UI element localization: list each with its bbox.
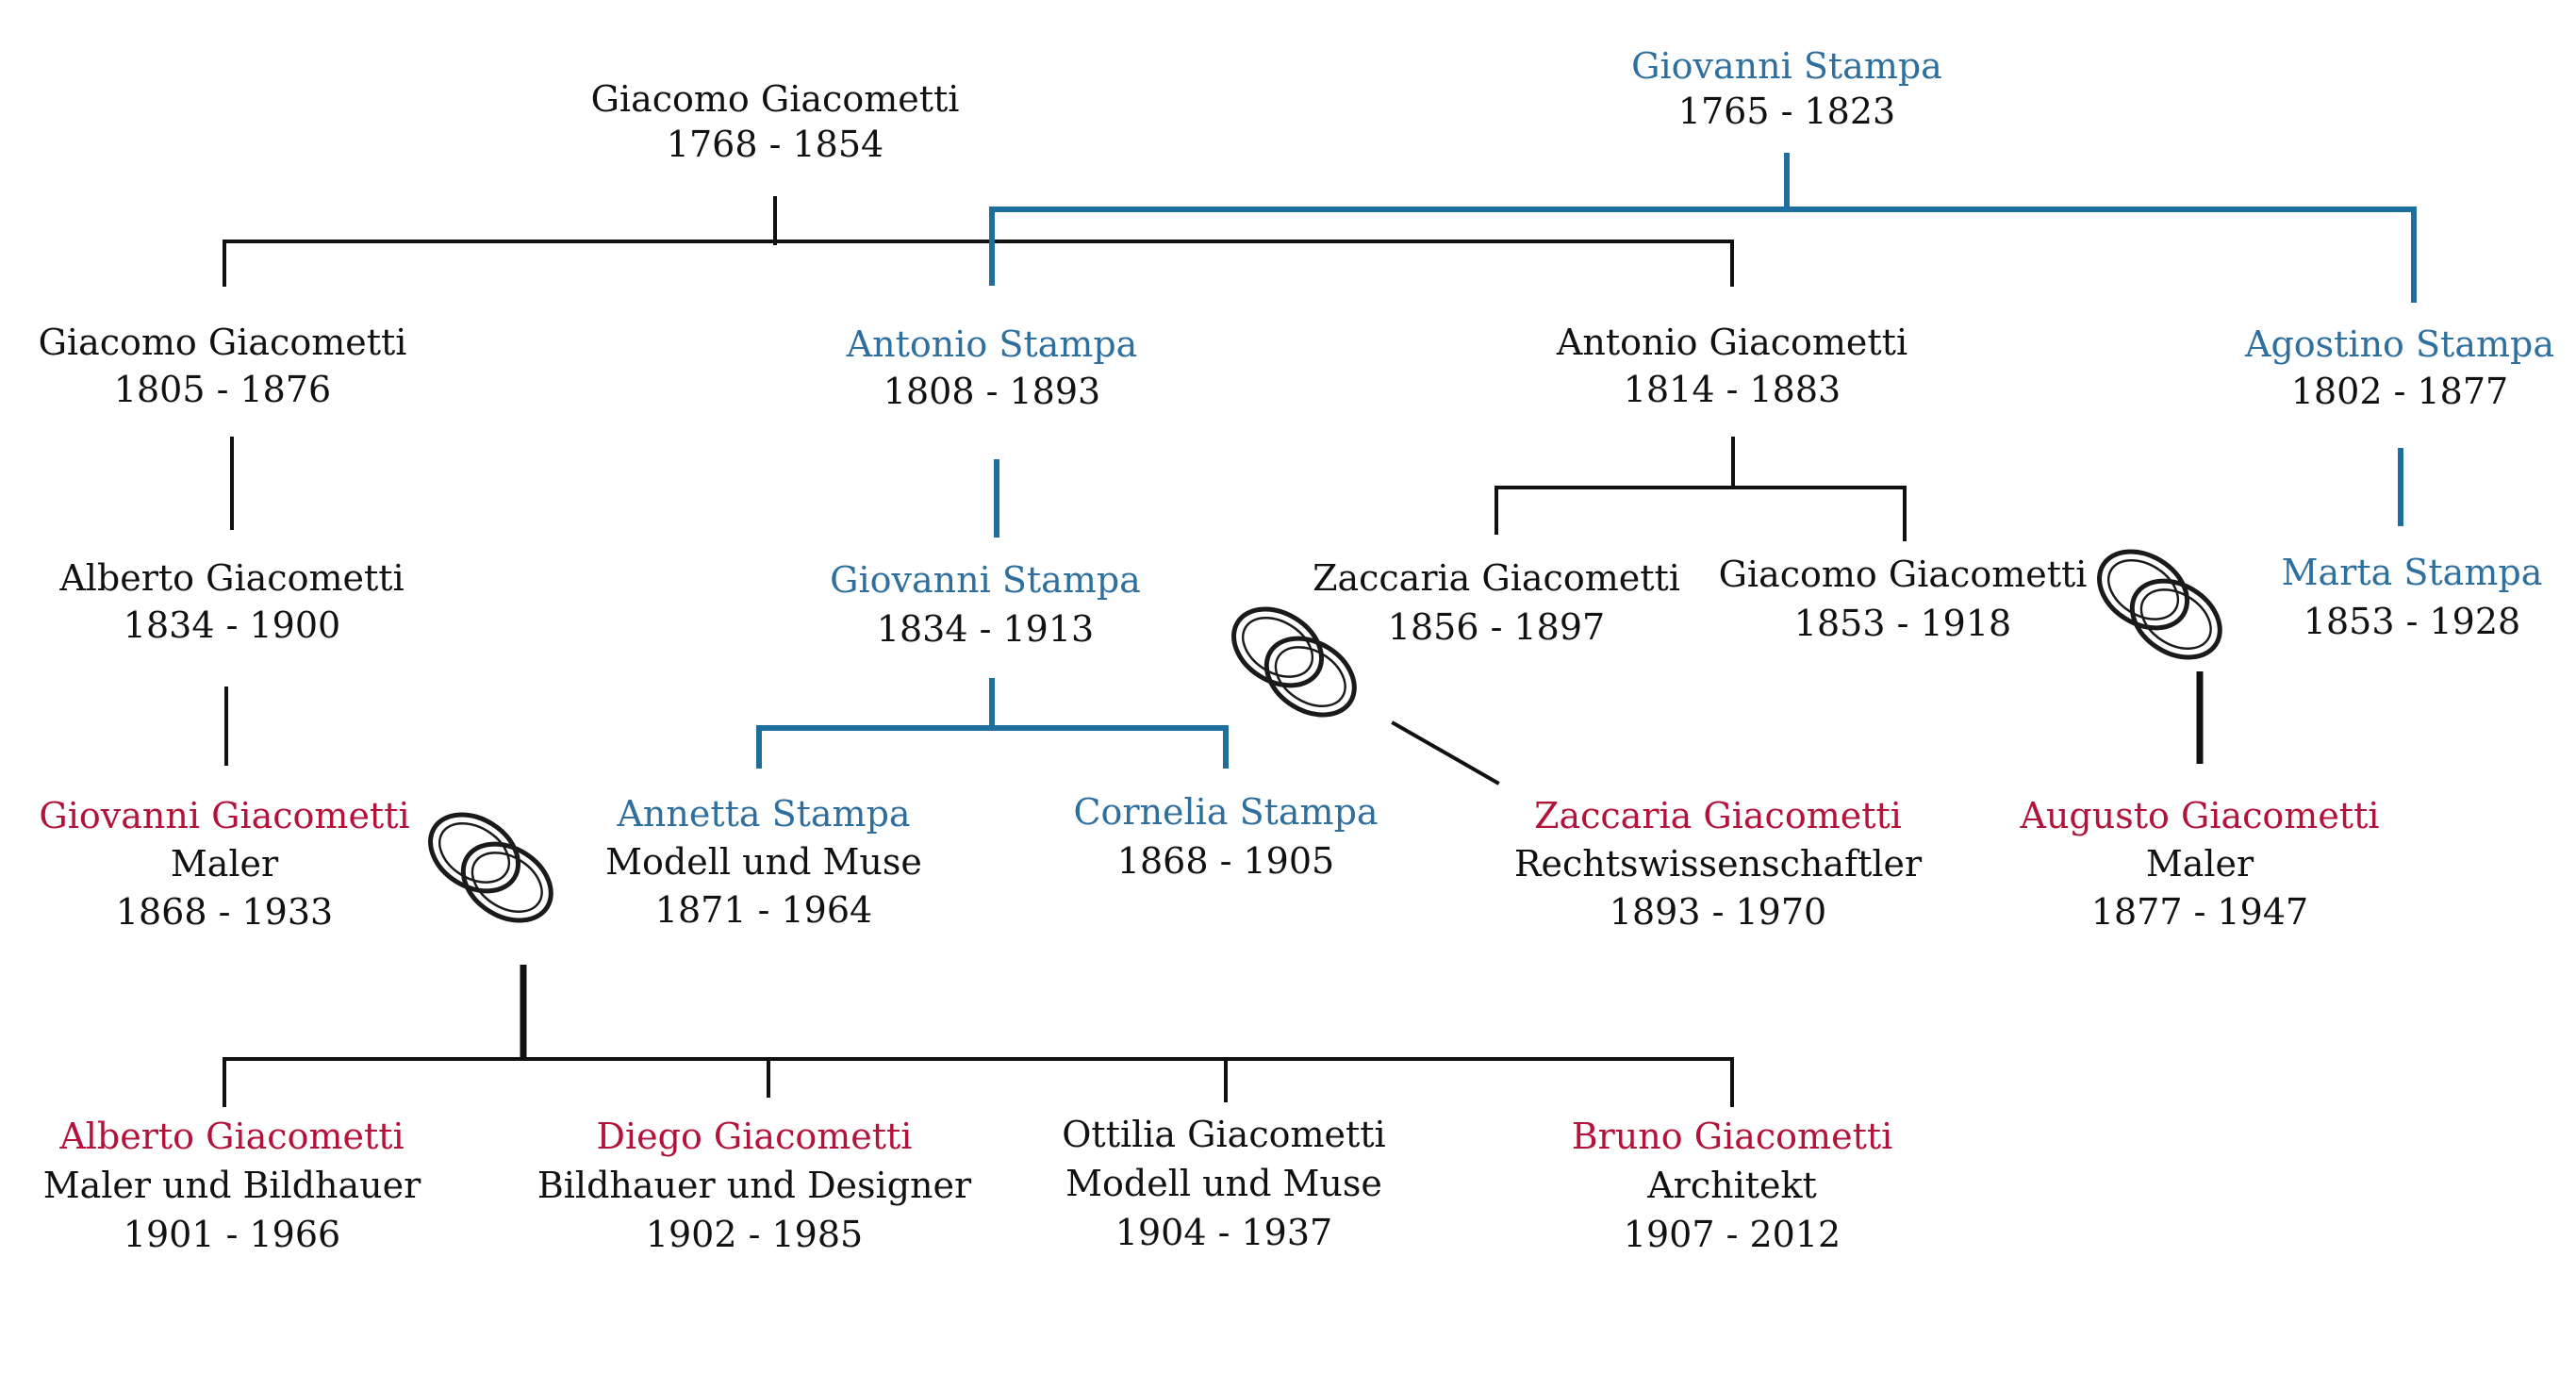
person-name: Giacomo Giacometti	[591, 78, 960, 120]
person-role: Bildhauer und Designer	[537, 1165, 972, 1206]
person-years: 1853 - 1928	[2304, 601, 2520, 642]
person-node: Antonio Giacometti 1814 - 1883	[1556, 322, 1907, 410]
person-years: 1834 - 1913	[877, 608, 1094, 650]
person-years: 1765 - 1823	[1678, 91, 1895, 132]
person-node: Zaccaria Giacometti 1856 - 1897	[1313, 557, 1680, 648]
connector-zaccaria-marriage-child	[1391, 720, 1500, 786]
person-name: Antonio Stampa	[846, 323, 1138, 365]
person-name: Augusto Giacometti	[2020, 795, 2380, 836]
wedding-rings-icon	[2097, 549, 2222, 660]
person-role: Architekt	[1646, 1165, 1817, 1206]
person-name: Bruno Giacometti	[1572, 1116, 1893, 1157]
person-years: 1902 - 1985	[646, 1214, 863, 1255]
person-node: Bruno Giacometti Architekt 1907 - 2012	[1572, 1116, 1893, 1255]
connector-giacomo-1768-children	[223, 240, 1734, 287]
connector-antonio-giacometti-children	[1494, 486, 1907, 541]
person-years: 1834 - 1900	[124, 604, 340, 646]
person-years: 1805 - 1876	[114, 369, 331, 410]
person-node: Alberto Giacometti Maler und Bildhauer 1…	[43, 1116, 421, 1255]
person-node: Cornelia Stampa 1868 - 1905	[1073, 791, 1378, 882]
person-node: Diego Giacometti Bildhauer und Designer …	[537, 1116, 972, 1255]
person-name: Alberto Giacometti	[58, 1116, 404, 1157]
person-years: 1868 - 1933	[116, 891, 333, 933]
person-years: 1808 - 1893	[883, 371, 1100, 412]
person-years: 1856 - 1897	[1388, 606, 1605, 648]
person-name: Annetta Stampa	[616, 793, 910, 835]
person-years: 1814 - 1883	[1624, 369, 1841, 410]
person-node: Giacomo Giacometti 1768 - 1854	[591, 78, 960, 165]
person-years: 1904 - 1937	[1115, 1212, 1332, 1253]
person-name: Giacomo Giacometti	[39, 322, 407, 363]
person-years: 1768 - 1854	[667, 124, 883, 165]
person-name: Zaccaria Giacometti	[1313, 557, 1680, 599]
person-name: Agostino Stampa	[2244, 323, 2554, 365]
person-role: Maler	[171, 843, 279, 885]
person-role: Modell und Muse	[1065, 1163, 1382, 1204]
person-node: Giovanni Giacometti Maler 1868 - 1933	[39, 795, 409, 933]
connector-lines	[223, 153, 2417, 1107]
person-name: Ottilia Giacometti	[1062, 1114, 1385, 1155]
wedding-rings-icon	[428, 812, 553, 923]
person-node: Giacomo Giacometti 1805 - 1876	[39, 322, 407, 410]
person-node: Giovanni Stampa 1765 - 1823	[1631, 45, 1942, 132]
person-name: Antonio Giacometti	[1556, 322, 1907, 363]
person-node: Agostino Stampa 1802 - 1877	[2244, 323, 2554, 412]
person-node: Giovanni Stampa 1834 - 1913	[830, 559, 1141, 650]
person-years: 1893 - 1970	[1610, 891, 1826, 933]
person-years: 1868 - 1905	[1117, 840, 1334, 882]
person-years: 1853 - 1918	[1794, 603, 2011, 644]
person-node: Augusto Giacometti Maler 1877 - 1947	[2020, 795, 2380, 933]
person-years: 1901 - 1966	[124, 1214, 340, 1255]
person-node: Annetta Stampa Modell und Muse 1871 - 19…	[605, 793, 922, 931]
wedding-rings-icon	[1231, 606, 1357, 718]
person-role: Maler	[2146, 843, 2254, 885]
connector-giovanni-annetta-children	[223, 1057, 1734, 1107]
person-name: Marta Stampa	[2282, 552, 2543, 593]
person-name: Giovanni Stampa	[830, 559, 1141, 601]
person-name: Giovanni Stampa	[1631, 45, 1942, 87]
person-name: Zaccaria Giacometti	[1534, 795, 1902, 836]
person-node: Giacomo Giacometti 1853 - 1918	[1719, 554, 2088, 644]
person-name: Giovanni Giacometti	[39, 795, 409, 836]
person-role: Maler und Bildhauer	[43, 1165, 421, 1206]
person-node: Alberto Giacometti 1834 - 1900	[58, 557, 404, 646]
person-node: Antonio Stampa 1808 - 1893	[846, 323, 1138, 412]
person-node: Marta Stampa 1853 - 1928	[2282, 552, 2543, 642]
connector-giovanni-stampa-1834-children	[756, 725, 1229, 769]
person-role: Rechtswissenschaftler	[1514, 843, 1923, 885]
person-name: Alberto Giacometti	[58, 557, 404, 599]
person-name: Diego Giacometti	[597, 1116, 913, 1157]
person-years: 1877 - 1947	[2091, 891, 2308, 933]
person-name: Cornelia Stampa	[1073, 791, 1378, 833]
person-node: Ottilia Giacometti Modell und Muse 1904 …	[1062, 1114, 1385, 1253]
connector-giovanni-stampa-1765-children	[989, 207, 2417, 303]
person-years: 1907 - 2012	[1624, 1214, 1841, 1255]
person-name: Giacomo Giacometti	[1719, 554, 2088, 595]
person-years: 1871 - 1964	[655, 889, 872, 931]
person-years: 1802 - 1877	[2291, 371, 2508, 412]
person-role: Modell und Muse	[605, 841, 922, 883]
person-node: Zaccaria Giacometti Rechtswissenschaftle…	[1514, 795, 1923, 933]
